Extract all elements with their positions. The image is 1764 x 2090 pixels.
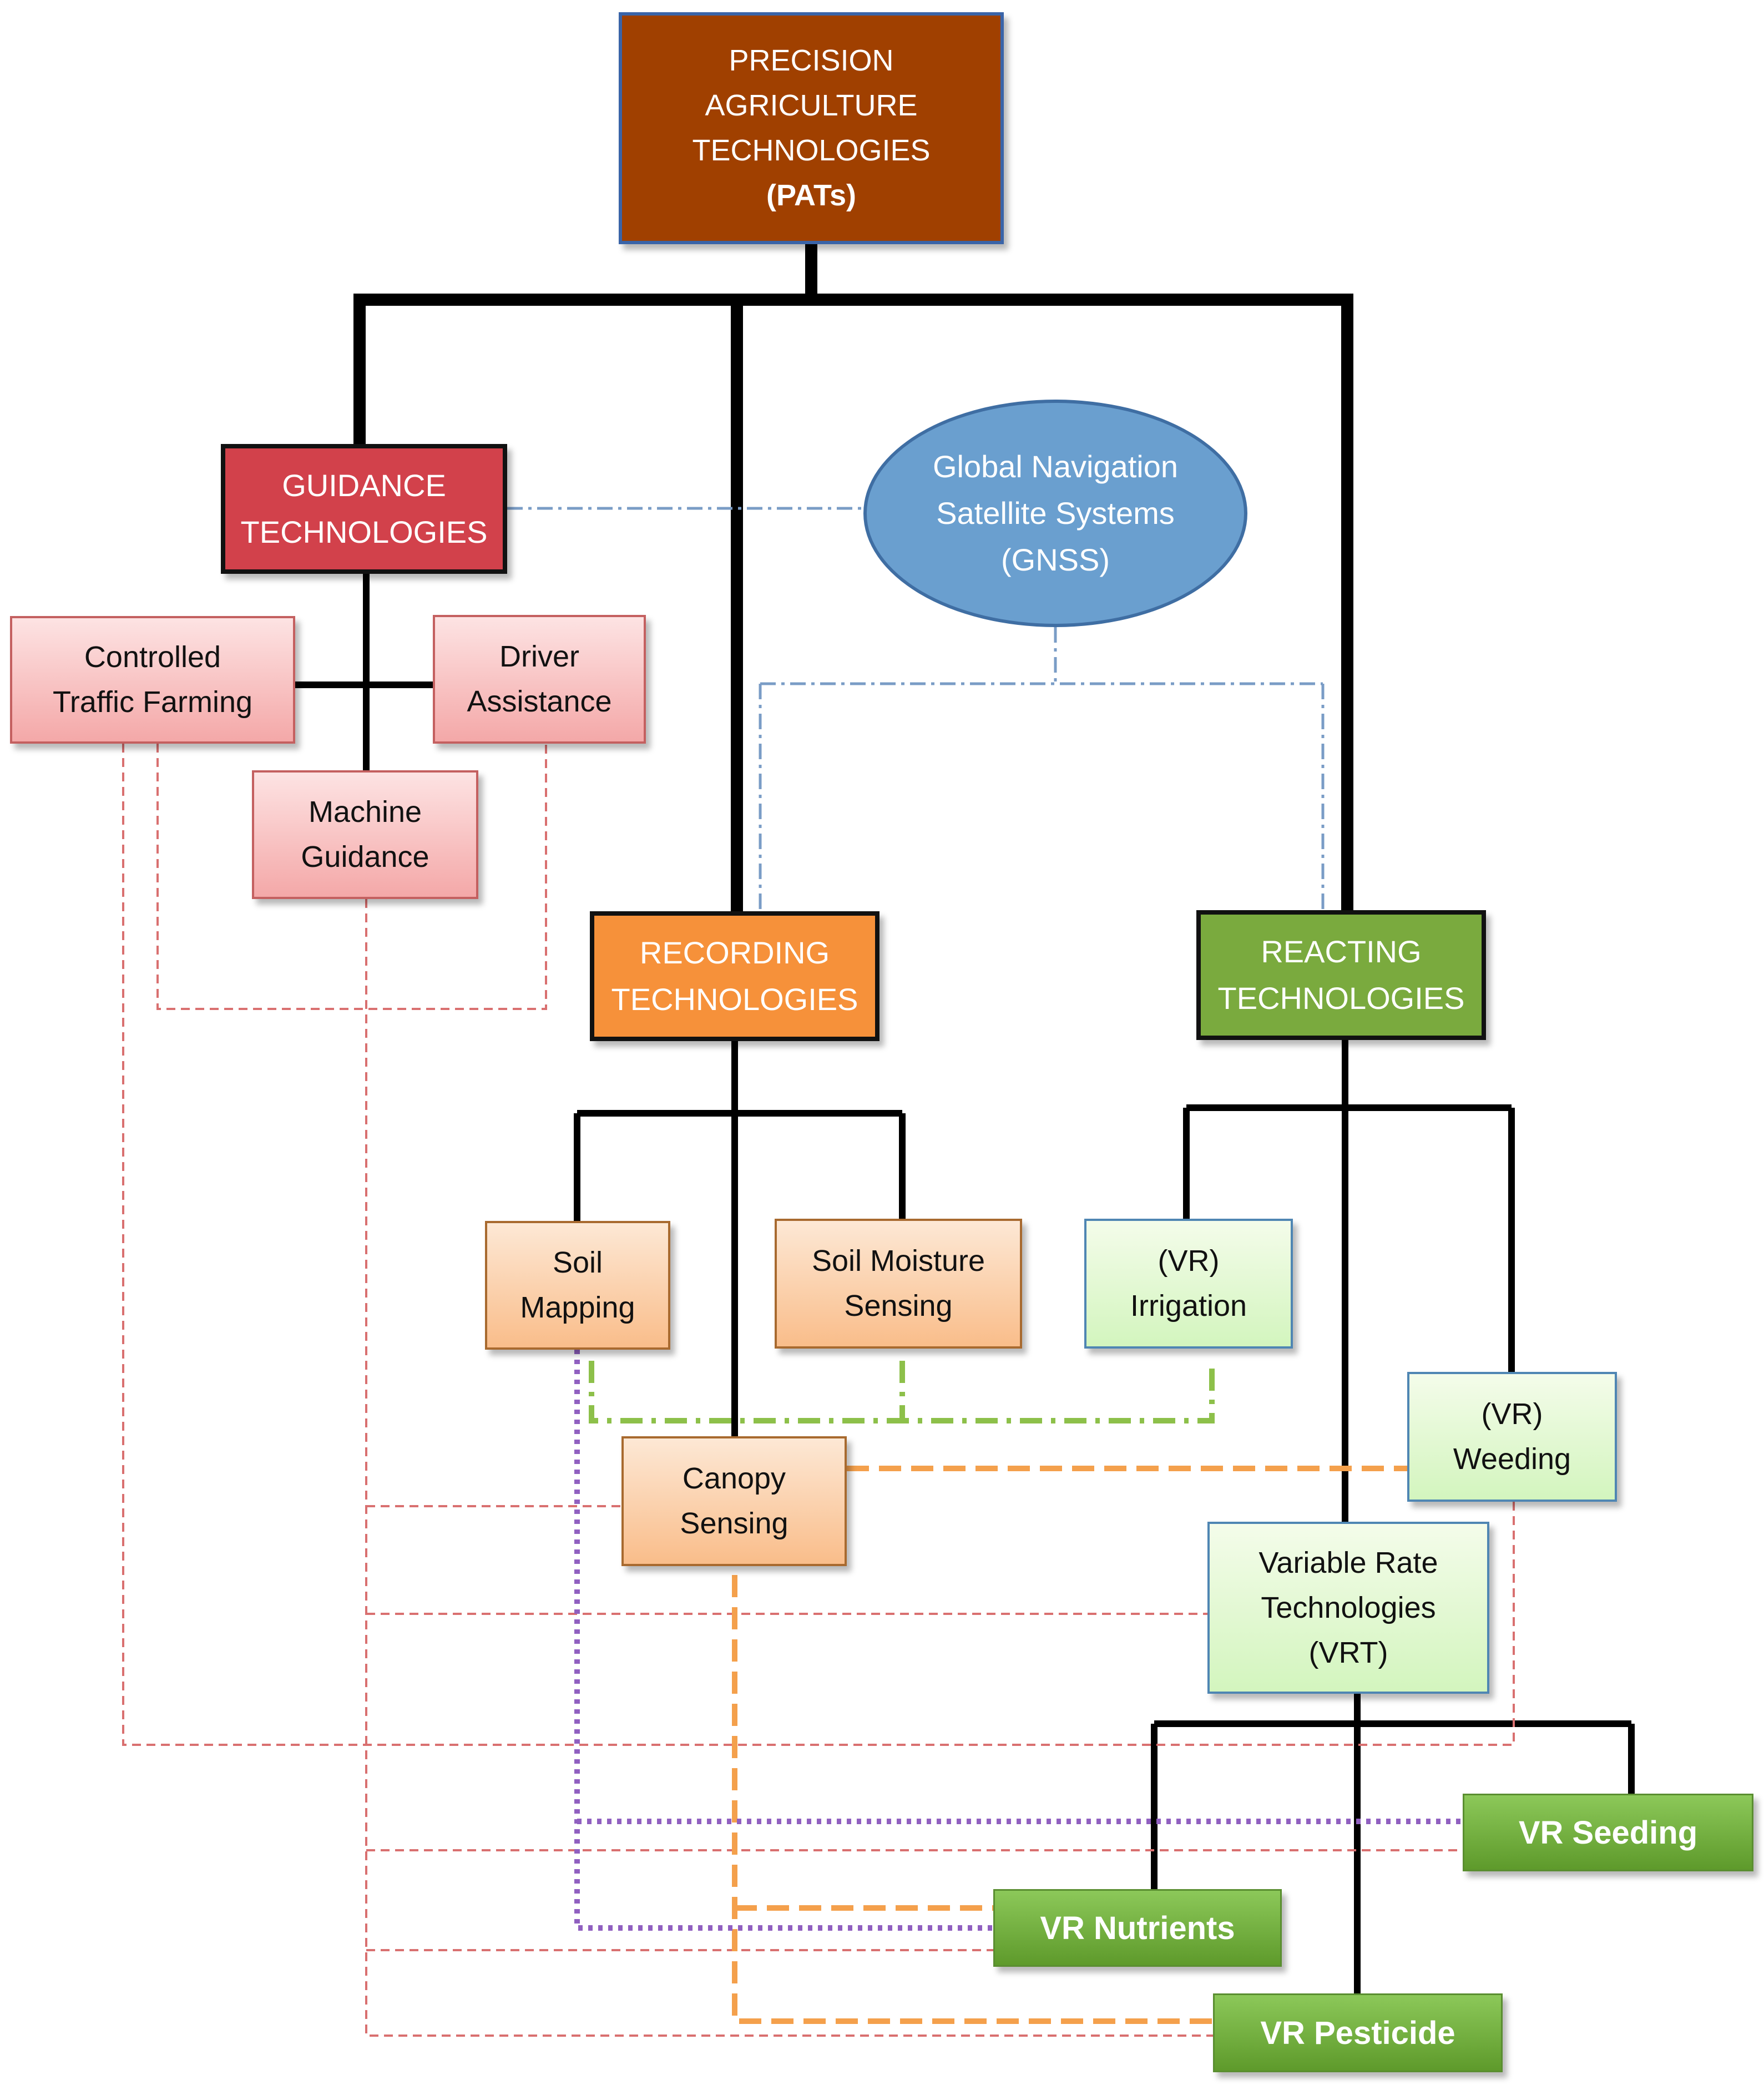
vr-irrigation-box: (VR) Irrigation [1084, 1219, 1293, 1349]
node-line: Weeding [1453, 1442, 1571, 1476]
node-line: Sensing [844, 1289, 953, 1322]
soil-mapping-to-nutrients-link [574, 1350, 993, 1931]
guidance-technologies-box: GUIDANCE TECHNOLOGIES [221, 444, 507, 574]
node-line: (VR) [1481, 1397, 1543, 1431]
node-label: VR Nutrients [1040, 1910, 1235, 1946]
node-line: Canopy [682, 1462, 786, 1495]
node-line: Sensing [680, 1507, 789, 1540]
node-line: Satellite Systems [936, 496, 1175, 531]
controlled-traffic-farming-box: Controlled Traffic Farming [10, 616, 295, 744]
machine-guidance-trunk [365, 899, 1213, 2037]
node-line: AGRICULTURE [705, 89, 918, 122]
ctf-driver-loop [156, 744, 547, 1010]
canopy-links [732, 1466, 1407, 2024]
node-line: (GNSS) [1001, 542, 1110, 577]
node-line: Irrigation [1130, 1289, 1247, 1322]
node-line: (VR) [1158, 1244, 1220, 1278]
node-line: TECHNOLOGIES [1217, 981, 1465, 1016]
node-line: Variable Rate [1258, 1546, 1438, 1579]
canopy-down-link [732, 1575, 1213, 2024]
node-line: Machine [308, 795, 422, 829]
vr-seeding-box: VR Seeding [1463, 1794, 1753, 1871]
node-line: (PATs) [766, 179, 856, 212]
vr-pesticide-box: VR Pesticide [1213, 1993, 1503, 2072]
node-line: REACTING [1261, 934, 1422, 969]
node-line: GUIDANCE [282, 468, 446, 503]
soil-moisture-sensing-box: Soil Moisture Sensing [775, 1219, 1022, 1349]
node-line: Driver [499, 640, 579, 673]
node-line: Technologies [1261, 1591, 1436, 1624]
guidance-links [122, 744, 1515, 2037]
reacting-technologies-box: REACTING TECHNOLOGIES [1196, 910, 1486, 1040]
sub-hierarchy-connectors [295, 574, 1635, 1993]
node-line: (VRT) [1308, 1635, 1388, 1669]
recording-technologies-box: RECORDING TECHNOLOGIES [590, 911, 880, 1041]
node-line: Soil [552, 1246, 603, 1279]
precision-agriculture-technologies-box: PRECISION AGRICULTURE TECHNOLOGIES (PATs… [619, 12, 1004, 244]
node-line: Traffic Farming [52, 685, 253, 719]
gnss-ellipse: Global Navigation Satellite Systems (GNS… [863, 400, 1247, 627]
vr-nutrients-box: VR Nutrients [993, 1889, 1282, 1967]
node-label: VR Pesticide [1260, 2015, 1455, 2051]
soil-mapping-links [574, 1350, 1463, 1931]
sensing-group-link [589, 1361, 1215, 1423]
node-line: TECHNOLOGIES [692, 134, 931, 167]
canopy-sensing-box: Canopy Sensing [621, 1436, 847, 1566]
node-line: RECORDING [639, 935, 830, 970]
hierarchy-connectors [353, 238, 1353, 917]
vr-weeding-box: (VR) Weeding [1407, 1372, 1617, 1502]
soil-mapping-box: Soil Mapping [485, 1221, 670, 1350]
node-line: Guidance [301, 840, 429, 874]
node-line: TECHNOLOGIES [611, 982, 858, 1017]
variable-rate-technologies-box: Variable Rate Technologies (VRT) [1207, 1522, 1489, 1694]
node-line: Soil Moisture [811, 1244, 985, 1278]
node-line: Assistance [467, 685, 612, 718]
node-line: Mapping [520, 1291, 635, 1324]
gnss-links [507, 507, 1325, 911]
node-label: VR Seeding [1518, 1814, 1698, 1851]
ctf-to-weeding-link [122, 744, 1515, 1746]
node-line: Controlled [84, 640, 221, 674]
node-line: Global Navigation [932, 449, 1179, 484]
driver-assistance-box: Driver Assistance [433, 615, 646, 744]
node-line: PRECISION [729, 44, 894, 77]
machine-guidance-box: Machine Guidance [252, 770, 478, 899]
node-line: TECHNOLOGIES [240, 514, 488, 549]
